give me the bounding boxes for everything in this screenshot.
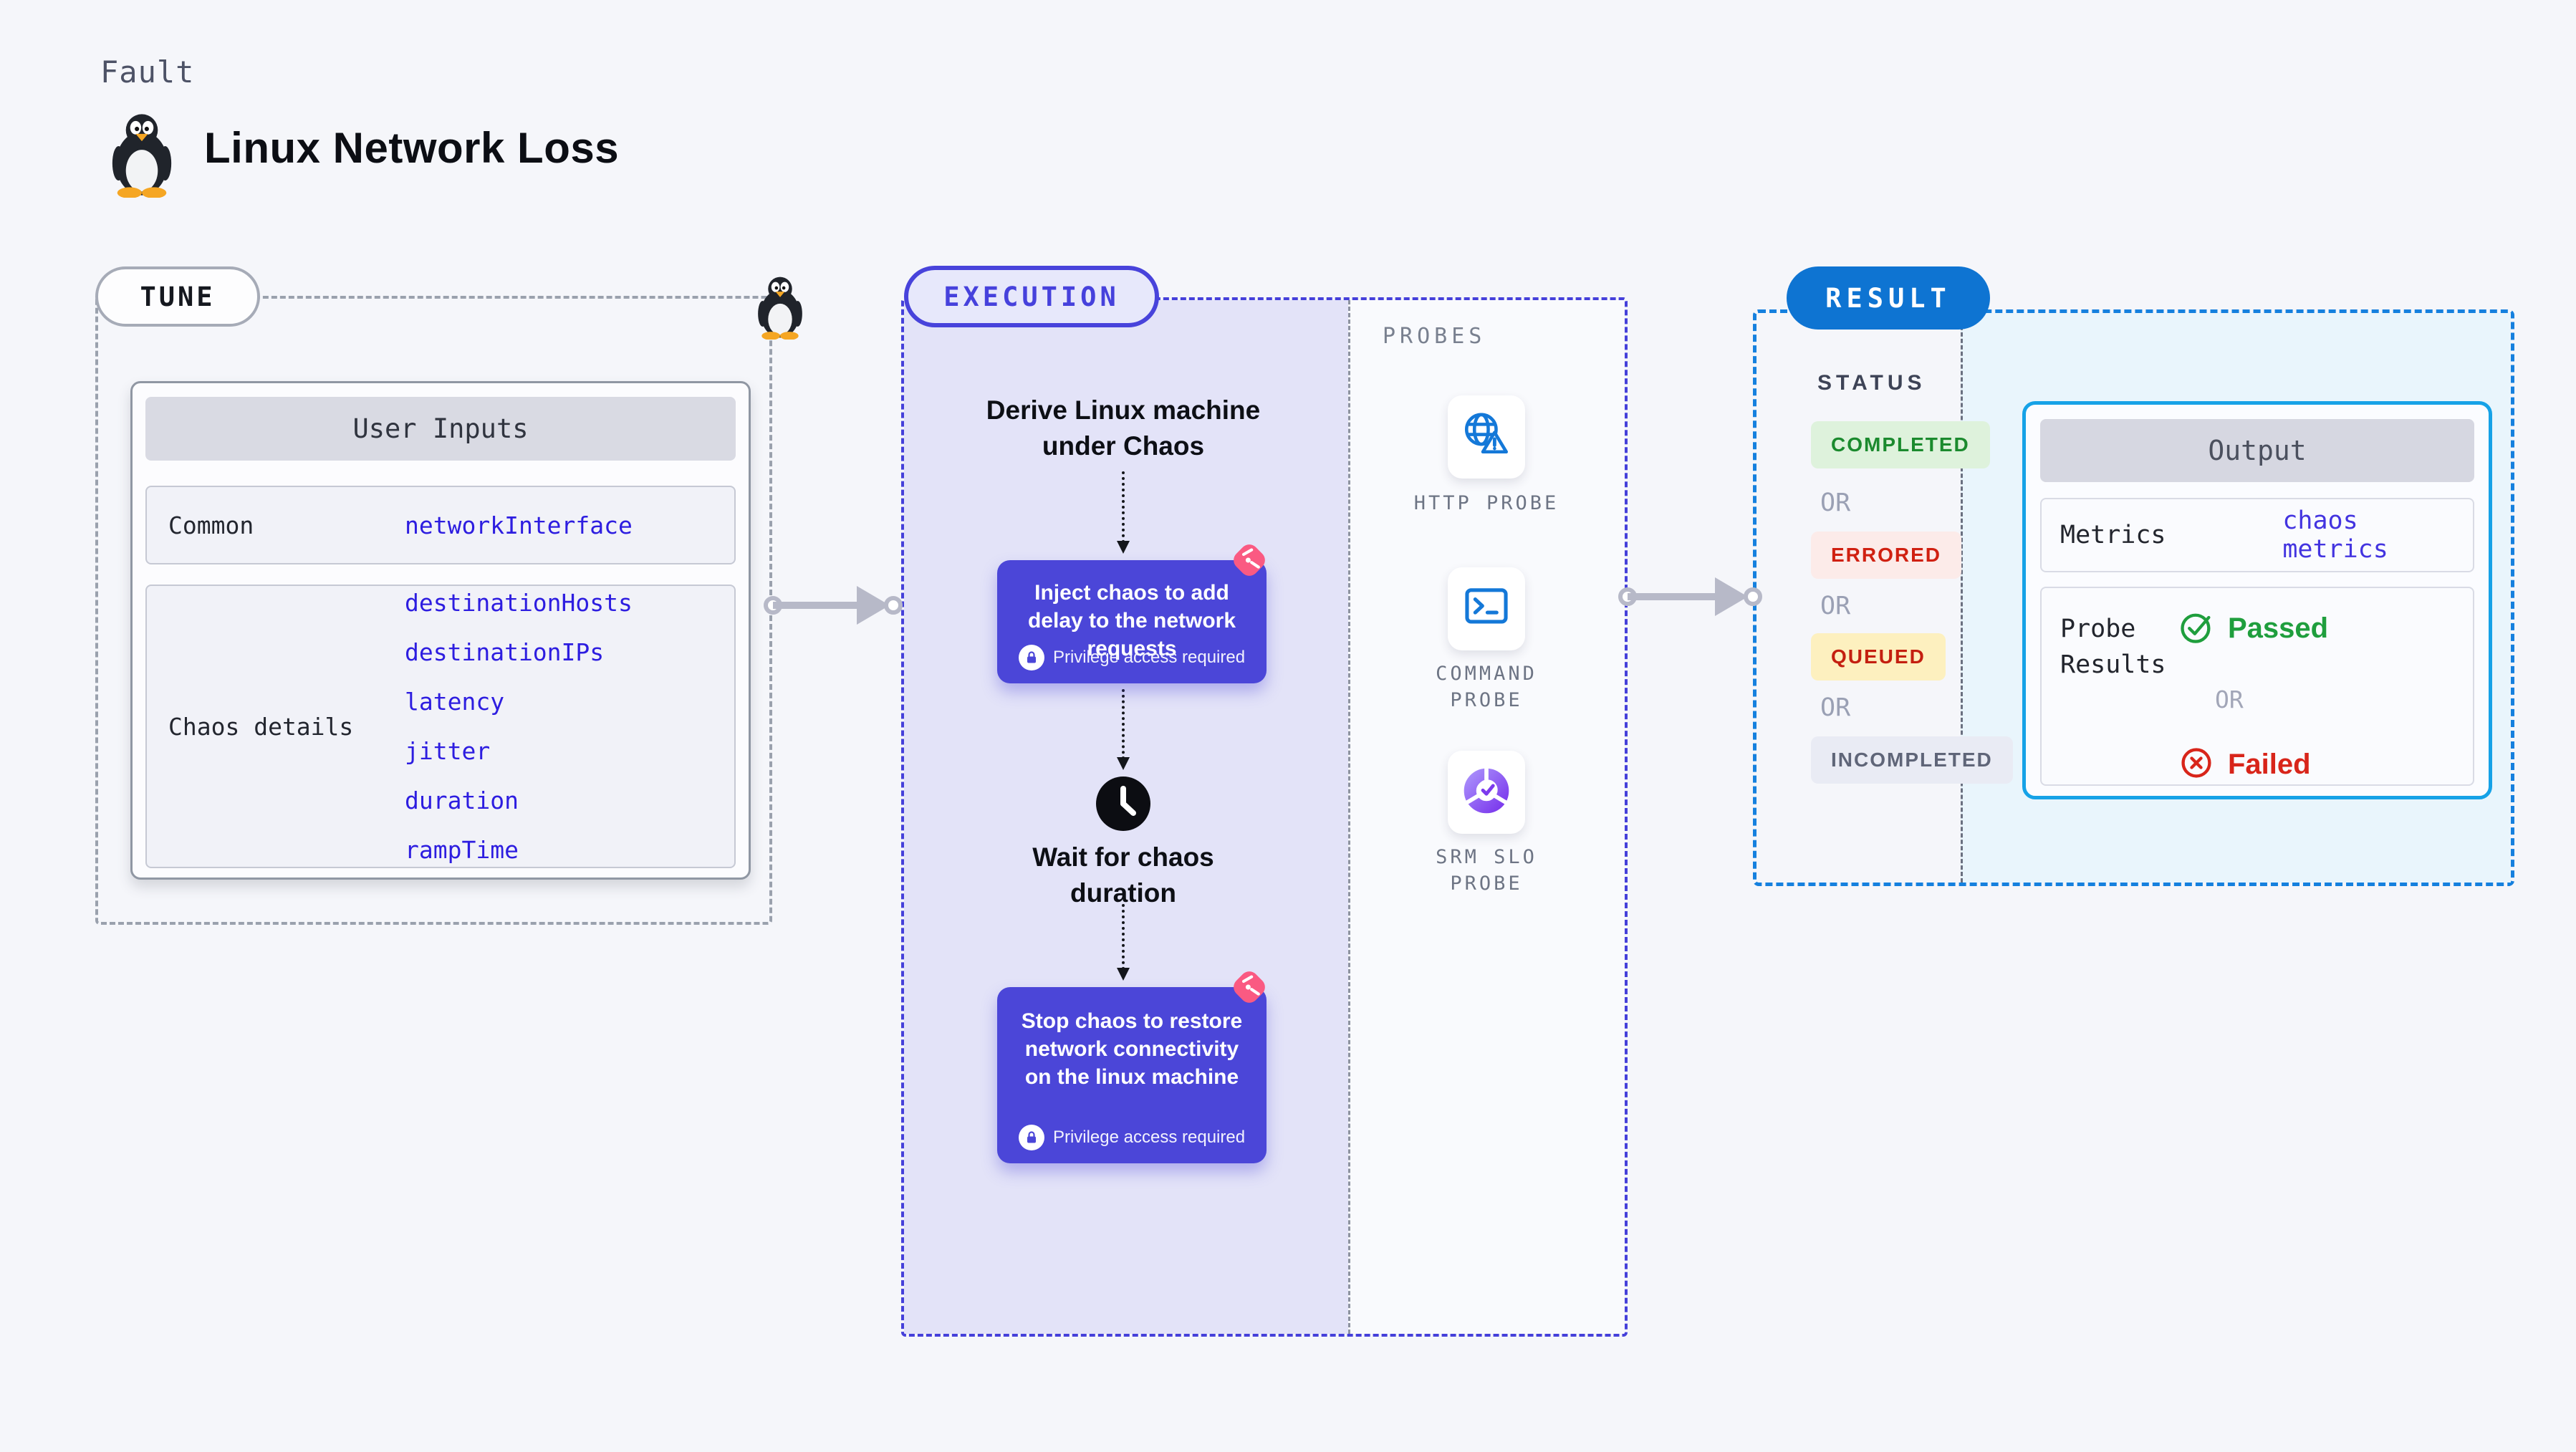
flow-arrow-3 xyxy=(1117,904,1130,981)
result-pill: RESULT xyxy=(1787,266,1990,330)
output-card: Output Metrics chaos metrics Probe Resul… xyxy=(2022,401,2492,799)
tune-to-execution-arrow xyxy=(764,580,914,630)
failed-line: Failed xyxy=(2178,744,2311,785)
param-value: latency xyxy=(405,688,505,716)
execution-to-result-arrow xyxy=(1618,572,1772,622)
param-value: networkInterface xyxy=(405,511,633,539)
lock-icon xyxy=(1018,1125,1044,1150)
param-value: duration xyxy=(405,787,519,814)
page-title: Linux Network Loss xyxy=(204,124,620,172)
wait-step-label: Wait for chaos duration xyxy=(1032,842,1214,908)
metrics-value: chaos metrics xyxy=(2282,506,2388,564)
x-circle-icon xyxy=(2178,744,2215,785)
output-title: Output xyxy=(2040,419,2474,482)
tune-pill: TUNE xyxy=(95,266,260,327)
http-probe-card xyxy=(1448,395,1525,479)
status-badge-errored: ERRORED xyxy=(1811,532,1962,579)
fault-eyebrow: Fault xyxy=(100,54,195,90)
chaos-pinwheel-icon xyxy=(1226,537,1272,583)
probe-results-row: Probe Results Passed OR xyxy=(2040,587,2474,786)
passed-line: Passed xyxy=(2178,608,2328,649)
status-badge-completed: COMPLETED xyxy=(1811,421,1990,468)
command-probe-card xyxy=(1448,567,1525,650)
linux-penguin-small-icon xyxy=(752,275,808,340)
check-circle-icon xyxy=(2178,608,2215,649)
stop-chaos-node: Stop chaos to restore network connectivi… xyxy=(997,987,1267,1163)
privilege-text: Privilege access required xyxy=(1052,648,1246,667)
user-inputs-title: User Inputs xyxy=(145,397,736,461)
or-label: OR xyxy=(1820,693,1851,722)
or-label: OR xyxy=(1820,489,1851,517)
or-label: OR xyxy=(2215,686,2244,713)
param-value: destinationIPs xyxy=(405,638,605,666)
user-inputs-row-common: Common networkInterface xyxy=(145,486,736,564)
privilege-note: Privilege access required xyxy=(1018,645,1246,670)
row-label: Chaos details xyxy=(168,712,354,741)
wait-clock-icon xyxy=(1096,777,1150,831)
status-badge-queued: QUEUED xyxy=(1811,633,1946,681)
chaos-pinwheel-icon xyxy=(1226,964,1272,1010)
user-inputs-card: User Inputs Common networkInterface Chao… xyxy=(130,381,751,880)
param-value: rampTime xyxy=(405,836,519,864)
srm-slo-probe-label: SRM SLO PROBE xyxy=(1436,846,1537,895)
probes-title: PROBES xyxy=(1383,324,1486,349)
slo-donut-icon xyxy=(1460,764,1513,821)
command-probe-label: COMMAND PROBE xyxy=(1436,663,1537,711)
metrics-label: Metrics xyxy=(2060,521,2166,549)
stop-chaos-label: Stop chaos to restore network connectivi… xyxy=(1021,1009,1243,1089)
param-value: jitter xyxy=(405,737,491,765)
flow-arrow-1 xyxy=(1117,471,1130,554)
privilege-text: Privilege access required xyxy=(1052,1128,1246,1147)
flow-arrow-2 xyxy=(1117,689,1130,770)
row-params: destinationHosts destinationIPs latency … xyxy=(405,589,633,864)
privilege-note: Privilege access required xyxy=(1018,1125,1246,1150)
http-probe-label: HTTP PROBE xyxy=(1413,492,1559,514)
srm-slo-probe-card xyxy=(1448,751,1525,834)
param-value: destinationHosts xyxy=(405,589,633,617)
status-title: STATUS xyxy=(1817,371,1926,395)
inject-chaos-label: Inject chaos to add delay to the network… xyxy=(1027,581,1236,660)
passed-label: Passed xyxy=(2228,612,2329,644)
user-inputs-row-chaos-details: Chaos details destinationHosts destinati… xyxy=(145,585,736,868)
probe-results-label: Probe Results xyxy=(2060,615,2166,679)
globe-alert-icon xyxy=(1460,409,1513,466)
failed-label: Failed xyxy=(2228,749,2311,780)
row-params: networkInterface xyxy=(405,511,633,539)
inject-chaos-node: Inject chaos to add delay to the network… xyxy=(997,560,1267,683)
linux-penguin-icon xyxy=(105,112,179,198)
metrics-row: Metrics chaos metrics xyxy=(2040,498,2474,572)
or-label: OR xyxy=(1820,592,1851,620)
execution-pill: EXECUTION xyxy=(904,266,1159,327)
terminal-icon xyxy=(1460,581,1513,638)
probe-results-values: Passed OR Failed xyxy=(2178,588,2393,784)
lock-icon xyxy=(1018,645,1044,670)
row-label: Common xyxy=(168,511,254,539)
status-badge-incompleted: INCOMPLETED xyxy=(1811,736,2013,784)
derive-step-label: Derive Linux machine under Chaos xyxy=(986,395,1261,461)
